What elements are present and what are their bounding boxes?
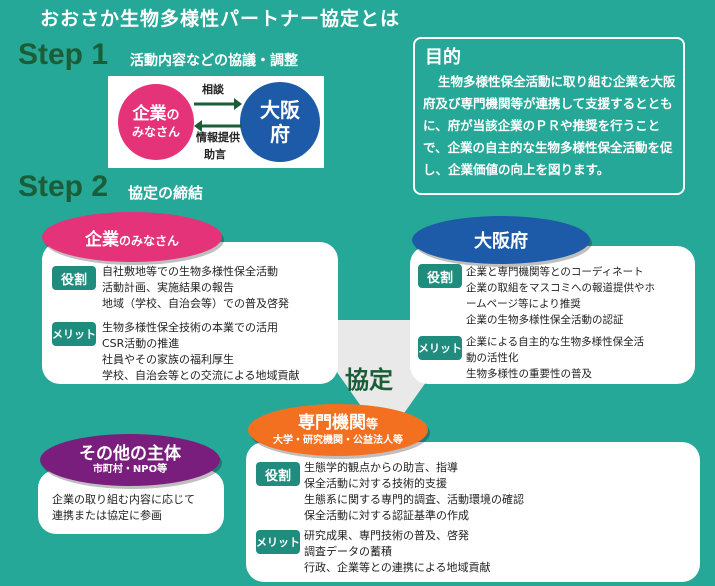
others-line: 連携または協定に参画 <box>52 509 162 522</box>
experts-roles: 生態学的観点からの助言、指導 保全活動に対する技術的支援 生態系に関する専門的調… <box>304 460 524 524</box>
experts-merit-item: 研究成果、専門技術の普及、啓発 <box>304 529 469 542</box>
company-card: 役割 自社敷地等での生物多様性保全活動 活動計画、実施結果の報告 地域（学校、自… <box>42 242 338 384</box>
experts-role-item: 保全活動に対する認証基準の作成 <box>304 509 469 522</box>
company-circle: 企業の みなさん <box>118 84 194 160</box>
company-circle-no: の <box>166 107 180 123</box>
company-pill-sub: のみなさん <box>118 233 179 248</box>
others-pill: その他の主体 市町村・NPO等 <box>40 434 220 486</box>
osaka-role-tag: 役割 <box>418 264 462 288</box>
experts-pill-suffix: 等 <box>365 417 378 431</box>
experts-pill-sub: 大学・研究機関・公益法人等 <box>273 435 403 446</box>
osaka-circle-label: 大阪府 <box>260 98 300 146</box>
experts-role-item: 生態系に関する専門的調査、活動環境の確認 <box>304 493 524 506</box>
arrow-label-info: 情報提供 <box>196 131 240 144</box>
osaka-card: 役割 企業と専門機関等とのコーディネート 企業の取組をマスコミへの報道提供やホ … <box>410 246 695 384</box>
arrow-label-consult: 相談 <box>202 83 224 96</box>
company-merit-item: 社員やその家族の福利厚生 <box>102 353 234 366</box>
osaka-circle: 大阪府 <box>240 82 320 162</box>
page-title: おおさか生物多様性パートナー協定とは <box>40 8 401 30</box>
experts-role-item: 生態学的観点からの助言、指導 <box>304 461 458 474</box>
osaka-role-item: 企業の取組をマスコミへの報道提供やホ <box>466 282 655 294</box>
osaka-roles: 企業と専門機関等とのコーディネート 企業の取組をマスコミへの報道提供やホ ームペ… <box>466 264 655 328</box>
others-lines: 企業の取り組む内容に応じて 連携または協定に参画 <box>52 492 195 524</box>
step2-label: Step 2 <box>18 170 109 203</box>
osaka-merit-item: 企業による自主的な生物多様性保全活 <box>466 336 645 348</box>
step1-label: Step 1 <box>18 38 109 71</box>
company-pill: 企業のみなさん <box>42 212 222 262</box>
osaka-merit-item: 生物多様性の重要性の普及 <box>466 368 592 380</box>
others-line: 企業の取り組む内容に応じて <box>52 493 195 506</box>
osaka-pill: 大阪府 <box>412 216 590 264</box>
step1-subtitle: 活動内容などの協議・調整 <box>130 53 298 69</box>
osaka-role-item: ームページ等により推奨 <box>466 298 581 310</box>
experts-merit-item: 行政、企業等との連携による地域貢献 <box>304 561 491 574</box>
experts-card: 役割 生態学的観点からの助言、指導 保全活動に対する技術的支援 生態系に関する専… <box>246 442 700 582</box>
company-merit-item: 学校、自治会等との交流による地域貢献 <box>102 369 300 382</box>
experts-pill-name: 専門機関 <box>297 413 366 433</box>
step2-subtitle: 協定の締結 <box>128 184 204 202</box>
arrow-to-company-head <box>194 120 202 132</box>
arrow-label-advice: 助言 <box>204 148 226 161</box>
company-merit-item: CSR活動の推進 <box>102 337 180 350</box>
company-pill-main: 企業 <box>84 229 119 250</box>
company-roles: 自社敷地等での生物多様性保全活動 活動計画、実施結果の報告 地域（学校、自治会等… <box>102 264 289 312</box>
arrow-to-osaka-head <box>234 98 242 110</box>
consultation-panel: 企業の みなさん 大阪府 相談 情報提供 助言 <box>108 76 324 168</box>
purpose-box: 目的 生物多様性保全活動に取り組む企業を大阪府及び専門機関等が連携して支援すると… <box>413 37 685 195</box>
others-pill-sub: 市町村・NPO等 <box>92 464 168 475</box>
experts-pill: 専門機関等 大学・研究機関・公益法人等 <box>248 404 428 456</box>
others-pill-name: その他の主体 <box>79 444 181 464</box>
osaka-role-item: 企業の生物多様性保全活動の認証 <box>466 314 624 326</box>
osaka-merit-item: 動の活性化 <box>466 352 519 364</box>
osaka-role-item: 企業と専門機関等とのコーディネート <box>466 266 644 278</box>
company-merit-item: 生物多様性保全技術の本業での活用 <box>102 321 278 334</box>
company-role-tag: 役割 <box>52 266 96 290</box>
company-role-item: 自社敷地等での生物多様性保全活動 <box>102 265 278 278</box>
purpose-body: 生物多様性保全活動に取り組む企業を大阪府及び専門機関等が連携して支援するとともに… <box>423 74 676 177</box>
experts-role-item: 保全活動に対する技術的支援 <box>304 477 447 490</box>
consult-arrows <box>194 98 242 132</box>
company-role-item: 活動計画、実施結果の報告 <box>102 281 234 294</box>
experts-merit-tag: メリット <box>256 530 300 554</box>
company-circle-main: 企業 <box>132 103 167 124</box>
experts-merits: 研究成果、専門技術の普及、啓発 調査データの蓄積 行政、企業等との連携による地域… <box>304 528 491 576</box>
company-merits: 生物多様性保全技術の本業での活用 CSR活動の推進 社員やその家族の福利厚生 学… <box>102 320 300 384</box>
company-merit-tag: メリット <box>52 322 96 346</box>
company-role-item: 地域（学校、自治会等）での普及啓発 <box>102 297 289 310</box>
osaka-merits: 企業による自主的な生物多様性保全活 動の活性化 生物多様性の重要性の普及 <box>466 334 644 382</box>
agreement-label: 協定 <box>345 366 393 394</box>
experts-role-tag: 役割 <box>256 462 300 486</box>
osaka-merit-tag: メリット <box>418 336 462 360</box>
purpose-heading: 目的 <box>425 47 461 68</box>
experts-merit-item: 調査データの蓄積 <box>304 545 392 558</box>
company-circle-sub: みなさん <box>131 124 180 139</box>
